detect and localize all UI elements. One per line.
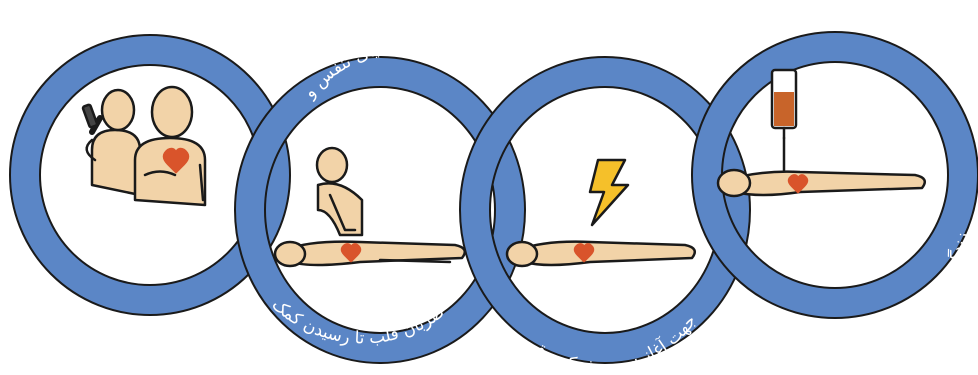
cpr-icon	[275, 148, 465, 266]
phone-call-icon	[82, 87, 205, 205]
link-4-top-text: بازگرداندن کیفیت	[763, 0, 895, 30]
defibrillator-bolt-icon	[507, 160, 695, 266]
